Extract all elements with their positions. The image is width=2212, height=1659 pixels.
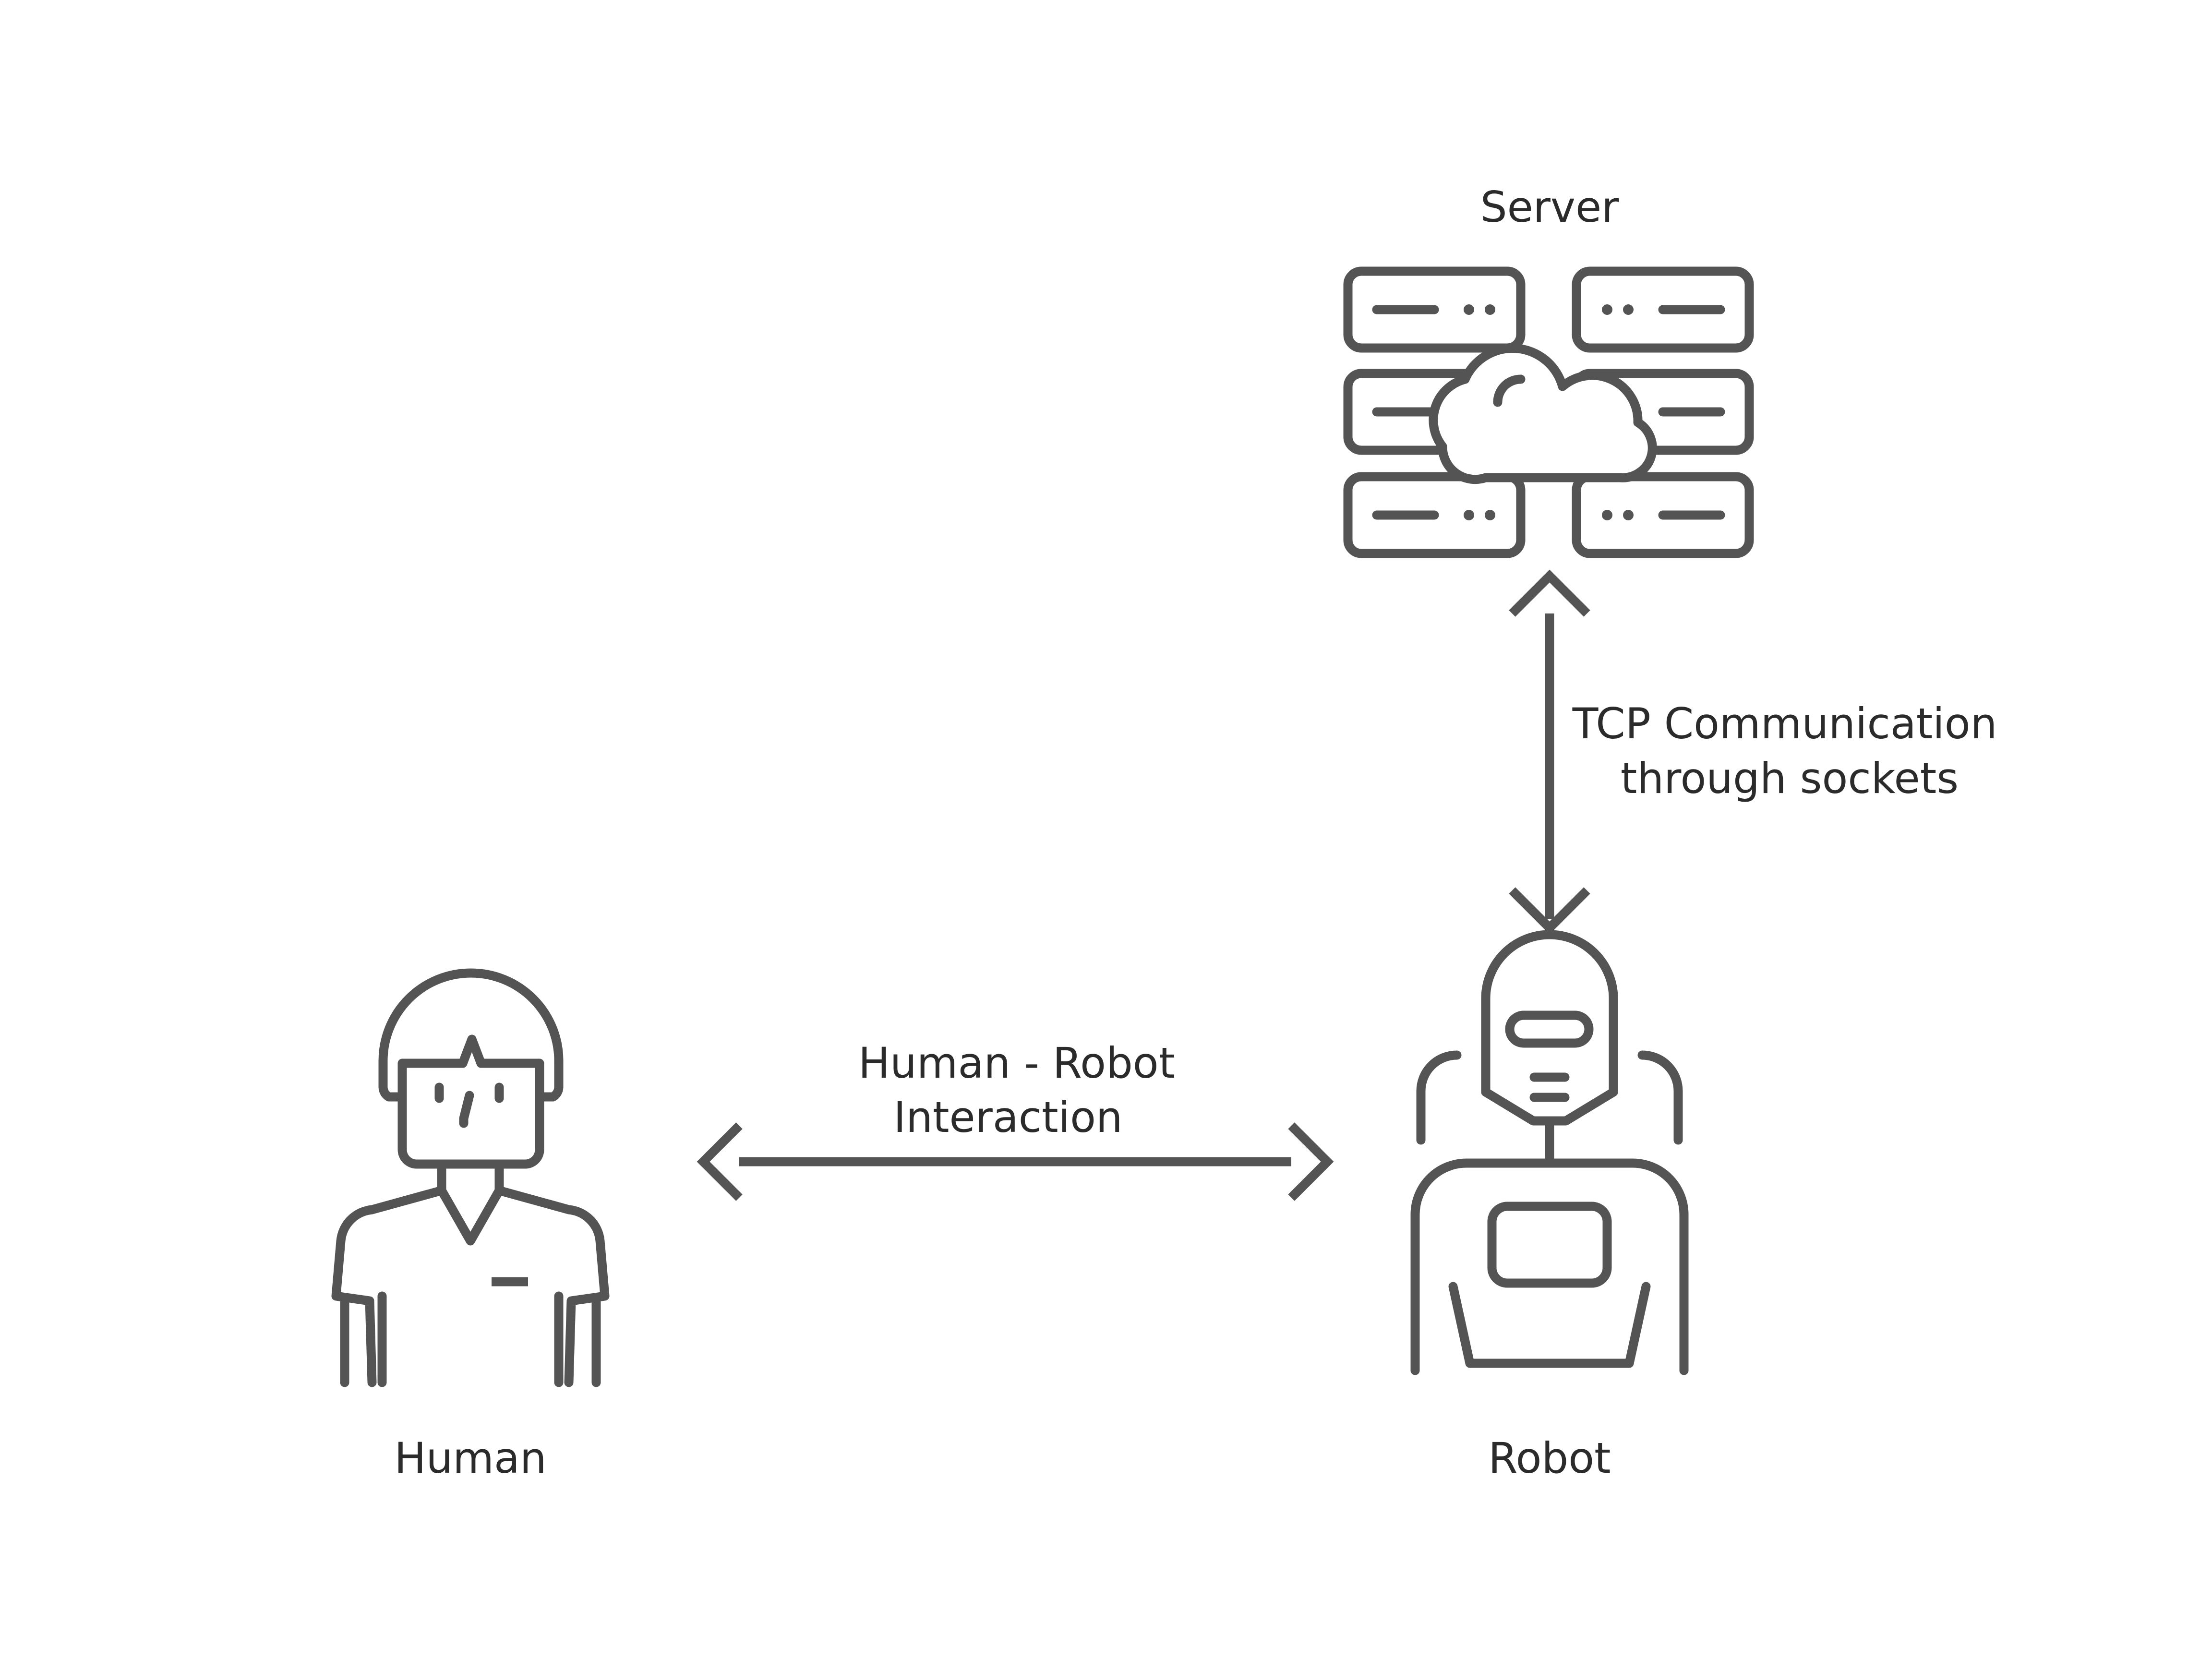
- server-label: Server: [1480, 182, 1619, 232]
- robot-left-arm: [1416, 1050, 1462, 1145]
- server-rack-left-3: [1343, 472, 1526, 558]
- server-rack-right-3: [1572, 472, 1754, 558]
- edge-server-robot: TCP Communication through sockets: [1509, 569, 1997, 935]
- robot-visor: [1505, 1010, 1594, 1048]
- robot-head: [1481, 930, 1618, 1126]
- robot-chest-panel: [1487, 1202, 1612, 1288]
- robot-body: [1410, 1158, 1689, 1375]
- server-rack-left-1: [1343, 266, 1526, 353]
- interaction-label-line2: Interaction: [893, 1093, 1122, 1142]
- robot-node: Robot: [1410, 930, 1689, 1483]
- edge-human-robot: Human - Robot Interaction: [697, 1038, 1334, 1201]
- cloud-icon: [1429, 344, 1657, 484]
- human-face: [397, 1034, 544, 1169]
- human-shirt: [331, 1186, 610, 1387]
- human-label: Human: [394, 1433, 546, 1483]
- robot-label: Robot: [1488, 1433, 1611, 1483]
- robot-waist: [1448, 1282, 1651, 1368]
- arrowhead-down: [1509, 887, 1590, 935]
- robot-icon: [1410, 930, 1689, 1375]
- arrowhead-right: [1288, 1122, 1334, 1201]
- arrowhead-up: [1509, 569, 1590, 617]
- interaction-label-line1: Human - Robot: [858, 1038, 1175, 1088]
- server-node: Server: [1343, 182, 1754, 558]
- human-hair: [378, 968, 564, 1102]
- robot-right-arm: [1637, 1050, 1683, 1145]
- server-rack-right-1: [1572, 266, 1754, 353]
- tcp-label-line2: through sockets: [1621, 754, 1959, 803]
- arrowhead-left: [697, 1122, 743, 1201]
- human-node: Human: [331, 968, 610, 1483]
- tcp-label-line1: TCP Communication: [1572, 699, 1997, 748]
- person-icon: [331, 968, 610, 1387]
- cloud-server-icon: [1343, 266, 1754, 558]
- human-nose: [459, 1091, 474, 1128]
